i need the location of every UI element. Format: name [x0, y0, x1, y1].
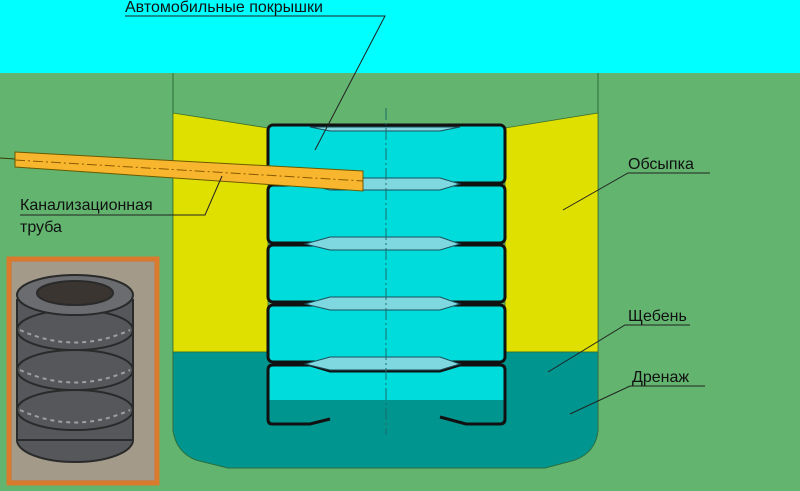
backfill-left [172, 112, 269, 353]
label-pipe-line2: труба [20, 219, 62, 236]
tire-tread [303, 356, 462, 371]
backfill-right [504, 112, 599, 353]
label-gravel: Щебень [628, 308, 687, 325]
label-tires: Автомобильные покрышки [125, 0, 323, 16]
tire-tread [309, 126, 461, 132]
tire-tread [303, 236, 462, 251]
label-drainage: Дренаж [632, 369, 689, 386]
sewer-pipe [0, 151, 364, 192]
sky [0, 0, 800, 73]
tire-photo-inset [6, 256, 160, 486]
label-pipe-line1: Канализационная [20, 197, 153, 214]
tire-tread [303, 296, 462, 311]
label-backfill: Обсыпка [628, 156, 694, 173]
leader-lines [20, 15, 710, 415]
tire-bottom-outline [266, 363, 507, 426]
tire-stack [266, 108, 507, 435]
